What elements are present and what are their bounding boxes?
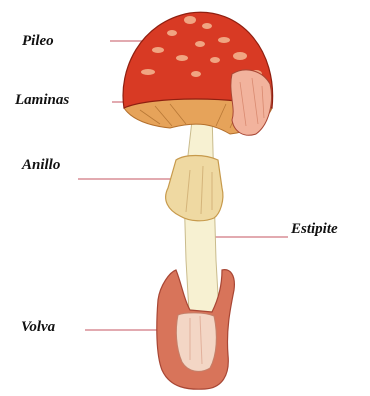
label-volva: Volva xyxy=(21,319,55,336)
label-pileo: Pileo xyxy=(22,33,54,50)
label-anillo: Anillo xyxy=(22,157,60,174)
label-estipite: Estipite xyxy=(291,221,338,238)
torn-cap-patch xyxy=(231,70,272,135)
label-laminas: Laminas xyxy=(15,92,69,109)
ring-shape xyxy=(166,156,223,221)
volva-inner-shape xyxy=(176,313,216,372)
